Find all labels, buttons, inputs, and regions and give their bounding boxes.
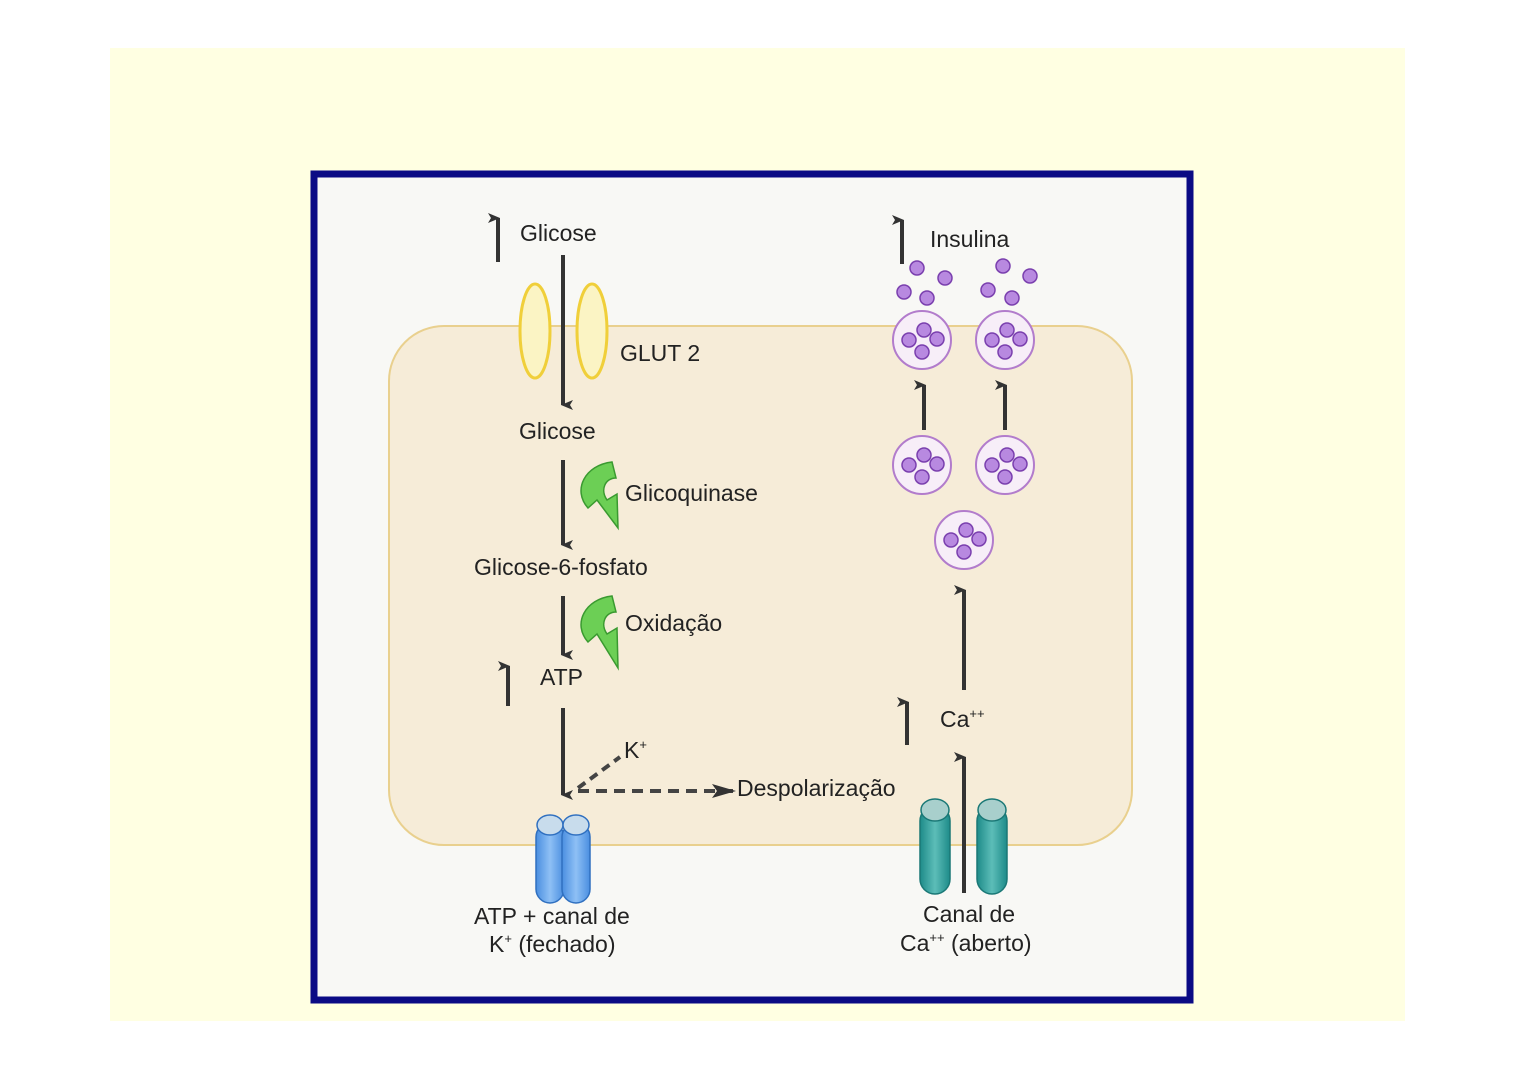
- insulin-granule: [1022, 268, 1038, 284]
- glicoquinase-label: Glicoquinase: [625, 480, 758, 506]
- insulin-granule: [919, 290, 935, 306]
- g6p-label: Glicose-6-fosfato: [474, 554, 648, 580]
- enzyme-arrow-icon: [580, 595, 619, 671]
- insulin-granule: [929, 456, 945, 472]
- insulin-granule: [916, 322, 932, 338]
- k-efflux-dashed-line: [576, 755, 622, 790]
- insulin-granule: [997, 469, 1013, 485]
- insulin-granule: [914, 469, 930, 485]
- insulin-granule: [901, 457, 917, 473]
- insulin-granule: [937, 270, 953, 286]
- insulin-vesicle: [975, 435, 1035, 495]
- insulin-granule: [914, 344, 930, 360]
- insulin-granule: [943, 532, 959, 548]
- insulin-granule: [984, 332, 1000, 348]
- glicose-in-label: Glicose: [519, 418, 596, 444]
- enzyme-arrow-icon: [580, 461, 619, 531]
- insulina-label: Insulina: [930, 226, 1009, 252]
- insulin-granule: [1012, 331, 1028, 347]
- insulin-vesicle: [892, 310, 952, 370]
- k-channel-label-line2: K+ (fechado): [489, 931, 616, 957]
- insulin-granule: [916, 447, 932, 463]
- insulin-granule: [995, 258, 1011, 274]
- insulin-vesicle: [975, 310, 1035, 370]
- k-atp-channel: [535, 814, 591, 904]
- insulin-granule: [901, 332, 917, 348]
- insulin-granule: [1004, 290, 1020, 306]
- insulin-granule: [956, 544, 972, 560]
- ca-channel: [919, 798, 1008, 895]
- ca-channel-label-line2: Ca++ (aberto): [900, 930, 1032, 956]
- insulin-granule: [1012, 456, 1028, 472]
- ca-channel-label-line1: Canal de: [923, 901, 1015, 927]
- glicose-out-label: Glicose: [520, 220, 597, 246]
- k-label: K+: [624, 737, 647, 763]
- insulin-granule: [896, 284, 912, 300]
- atp-label: ATP: [540, 664, 583, 690]
- despolarizacao-label: Despolarização: [737, 775, 896, 801]
- insulin-vesicle: [934, 510, 994, 570]
- insulin-granule: [958, 522, 974, 538]
- insulin-granule: [980, 282, 996, 298]
- insulin-granule: [984, 457, 1000, 473]
- insulin-granule: [999, 447, 1015, 463]
- insulin-vesicle: [892, 435, 952, 495]
- insulin-granule: [999, 322, 1015, 338]
- oxidacao-label: Oxidação: [625, 610, 722, 636]
- insulin-granule: [997, 344, 1013, 360]
- k-channel-label-line1: ATP + canal de: [474, 903, 630, 929]
- beta-cell: [388, 325, 1133, 846]
- insulin-granule: [971, 531, 987, 547]
- glut2-label: GLUT 2: [620, 340, 700, 366]
- glut2-transporter: [518, 282, 609, 380]
- insulin-granule: [909, 260, 925, 276]
- ca-label: Ca++: [940, 706, 985, 732]
- insulin-granule: [929, 331, 945, 347]
